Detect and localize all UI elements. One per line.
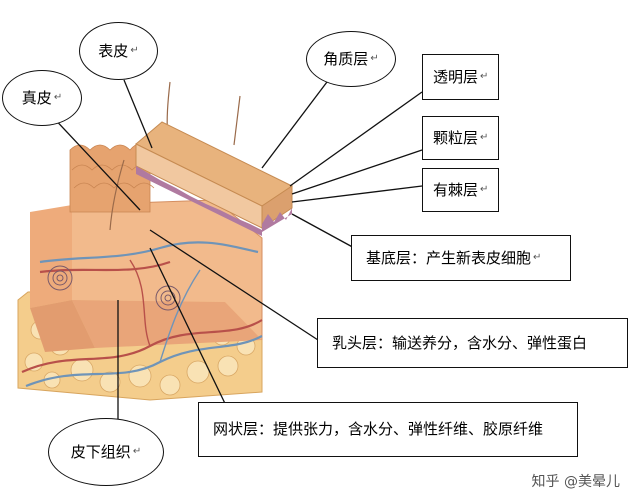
label-epidermis: 表皮↵ <box>79 22 158 80</box>
label-stratum-spinosum: 有棘层↵ <box>422 168 499 212</box>
label-reticular-layer: 网状层：提供张力，含水分、弹性纤维、胶原纤维 <box>198 402 578 457</box>
label-dermis-text: 真皮 <box>21 88 52 107</box>
label-subcutaneous: 皮下组织↵ <box>48 418 164 486</box>
blood-vessels <box>21 241 263 388</box>
sweat-glands <box>47 265 181 311</box>
label-papillary-layer-text: 乳头层：输送养分，含水分、弹性蛋白 <box>332 333 588 352</box>
label-stratum-granulosum: 颗粒层↵ <box>422 116 499 160</box>
paragraph-mark: ↵ <box>130 45 139 56</box>
watermark: 知乎 @美晕儿 <box>531 474 620 490</box>
label-stratum-corneum-text: 角质层 <box>323 49 369 68</box>
paragraph-mark: ↵ <box>480 184 489 195</box>
label-papillary-layer: 乳头层：输送养分，含水分、弹性蛋白 <box>317 318 628 368</box>
label-stratum-spinosum-text: 有棘层 <box>433 180 479 199</box>
paragraph-mark: ↵ <box>132 446 142 457</box>
label-epidermis-text: 表皮 <box>98 41 129 60</box>
leader-lines <box>49 77 423 436</box>
label-stratum-lucidum: 透明层↵ <box>422 54 499 100</box>
dermis-block <box>30 199 263 352</box>
paragraph-mark: ↵ <box>480 71 489 82</box>
paragraph-mark: ↵ <box>533 252 542 263</box>
label-subcutaneous-text: 皮下组织 <box>70 442 131 461</box>
paragraph-mark: ↵ <box>370 53 379 64</box>
label-stratum-basale-text: 基底层：产生新表皮细胞 <box>366 248 532 267</box>
label-stratum-corneum: 角质层↵ <box>306 31 396 87</box>
label-reticular-layer-text: 网状层：提供张力，含水分、弹性纤维、胶原纤维 <box>213 420 544 438</box>
epidermis-slab <box>135 121 293 236</box>
paragraph-mark: ↵ <box>53 92 63 103</box>
label-stratum-lucidum-text: 透明层 <box>433 67 479 86</box>
paragraph-mark: ↵ <box>480 132 489 143</box>
label-stratum-granulosum-text: 颗粒层 <box>433 128 479 147</box>
label-dermis: 真皮↵ <box>2 70 82 126</box>
label-stratum-basale: 基底层：产生新表皮细胞↵ <box>351 235 571 281</box>
